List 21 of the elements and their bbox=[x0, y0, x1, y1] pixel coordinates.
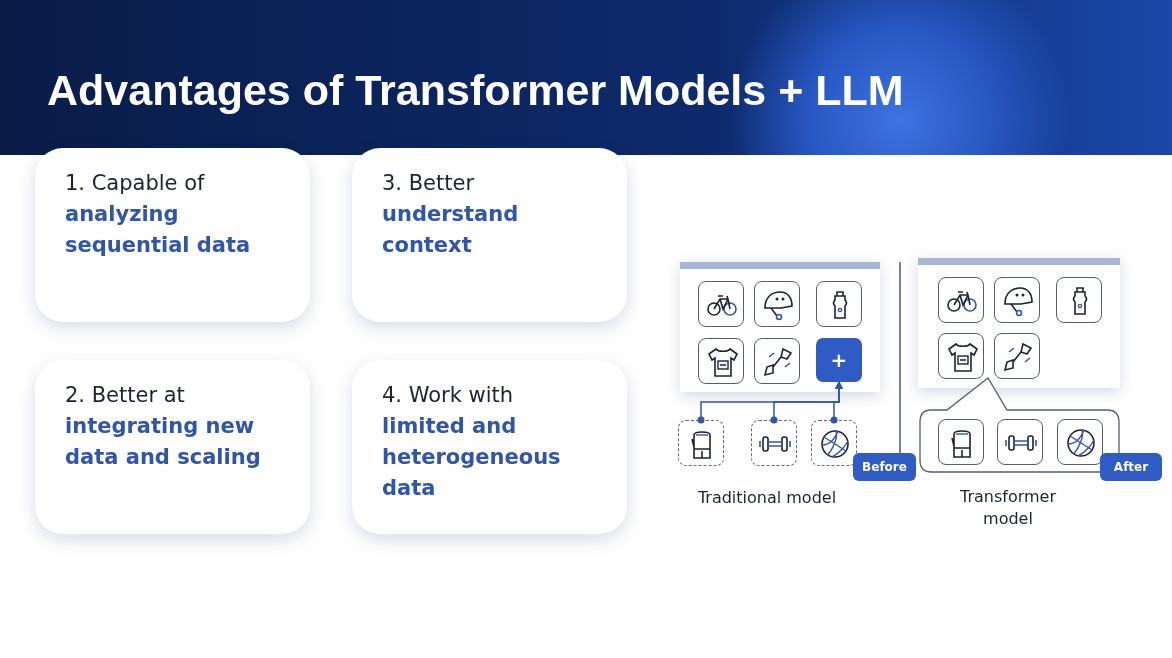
slide-title: Advantages of Transformer Models + LLM bbox=[47, 66, 905, 115]
plus-tile: + bbox=[816, 338, 862, 382]
card-highlight: integrating new data and scaling bbox=[65, 413, 262, 471]
feature-card bbox=[352, 360, 627, 534]
model-caption: Traditional model bbox=[696, 487, 838, 509]
dumbbell-tile bbox=[751, 420, 797, 466]
feature-card bbox=[35, 360, 310, 534]
feature-card bbox=[35, 148, 310, 322]
card-text: 2. Better at bbox=[65, 382, 186, 409]
model-caption: Transformer model bbox=[959, 486, 1057, 530]
before-badge: Before bbox=[853, 453, 916, 481]
card-text: 3. Better bbox=[382, 170, 476, 197]
connector-arrow bbox=[830, 381, 843, 424]
card-highlight: understand context bbox=[382, 201, 520, 259]
card-text: 1. Capable of bbox=[65, 170, 206, 197]
after-badge: After bbox=[1100, 453, 1162, 481]
card-text: 4. Work with bbox=[382, 382, 515, 409]
glove-tile bbox=[678, 420, 724, 466]
feature-card bbox=[352, 148, 627, 322]
card-highlight: analyzing sequential data bbox=[65, 201, 252, 259]
card-highlight: limited and heterogeneous data bbox=[382, 413, 562, 502]
